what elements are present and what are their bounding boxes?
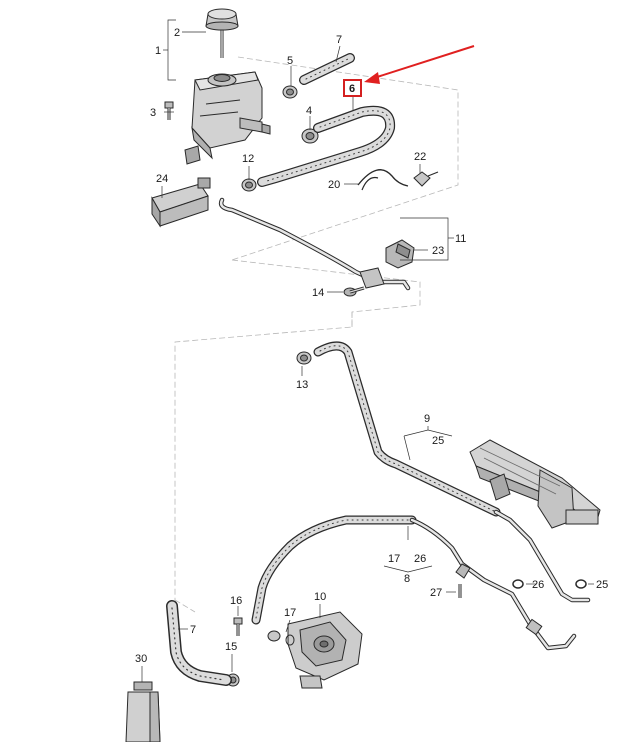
leader-lines: [141, 19, 594, 682]
label-3: 3: [150, 107, 156, 119]
label-23: 23: [432, 245, 444, 257]
bolt-16: [233, 617, 243, 636]
label-6: 6: [349, 83, 355, 95]
label-26-right: 26: [532, 579, 544, 591]
label-2: 2: [174, 27, 180, 39]
label-12: 12: [242, 153, 254, 165]
hose-clamp-12: [241, 178, 257, 192]
bolt-3: [164, 101, 174, 120]
label-10: 10: [314, 591, 326, 603]
pressure-pipe-8: [251, 515, 577, 651]
label-15: 15: [225, 641, 237, 653]
clip-22: [413, 171, 439, 187]
label-4: 4: [306, 105, 312, 117]
highlight-arrow: [373, 45, 475, 79]
label-11: 11: [455, 233, 466, 245]
pressure-switch-24: [151, 177, 211, 228]
label-25-group: 25: [432, 435, 444, 447]
highlight-arrow-head: [364, 72, 380, 84]
highlight-callout: [343, 45, 475, 97]
reservoir: [184, 71, 271, 165]
label-13: 13: [296, 379, 308, 391]
seal-25: [575, 579, 587, 589]
label-7-top: 7: [336, 34, 342, 46]
hose-clamp-13: [296, 351, 312, 365]
hose-7-bottom: [166, 600, 232, 686]
label-7-bottom: 7: [190, 624, 196, 636]
hose-7-top: [299, 53, 355, 85]
bracket-20: [357, 169, 409, 191]
bracket-27: [455, 563, 471, 598]
label-9: 9: [424, 413, 430, 425]
power-steering-pump: [267, 611, 363, 689]
hose-clamp-4: [301, 128, 319, 144]
label-27: 27: [430, 587, 442, 599]
label-26-group: 26: [414, 553, 426, 565]
hose-6: [257, 105, 396, 187]
label-17-pump: 17: [284, 607, 296, 619]
seal-26: [512, 579, 524, 589]
label-30: 30: [135, 653, 147, 665]
part-labels: 1 2 3 4 5 6 7 12 20 22 24 11 23 14 13 9 …: [135, 27, 608, 665]
label-24: 24: [156, 173, 168, 185]
label-1: 1: [155, 45, 161, 57]
label-22: 22: [414, 151, 426, 163]
label-25-right: 25: [596, 579, 608, 591]
label-14: 14: [312, 287, 324, 299]
hose-clamp-5: [282, 85, 298, 99]
reservoir-cap: [205, 8, 239, 58]
label-8: 8: [404, 573, 410, 585]
bracket-23: [385, 239, 415, 269]
label-5: 5: [287, 55, 293, 67]
bolt-14: [343, 286, 365, 297]
label-20: 20: [328, 179, 340, 191]
label-17-group: 17: [388, 553, 400, 565]
dashed-frame: [174, 56, 459, 613]
steering-rack: [469, 439, 601, 529]
return-line-11: [218, 197, 411, 291]
fluid-bottle-30: [125, 681, 161, 742]
highlight-box: [343, 79, 362, 97]
pressure-hose-9: [313, 341, 591, 603]
label-16: 16: [230, 595, 242, 607]
